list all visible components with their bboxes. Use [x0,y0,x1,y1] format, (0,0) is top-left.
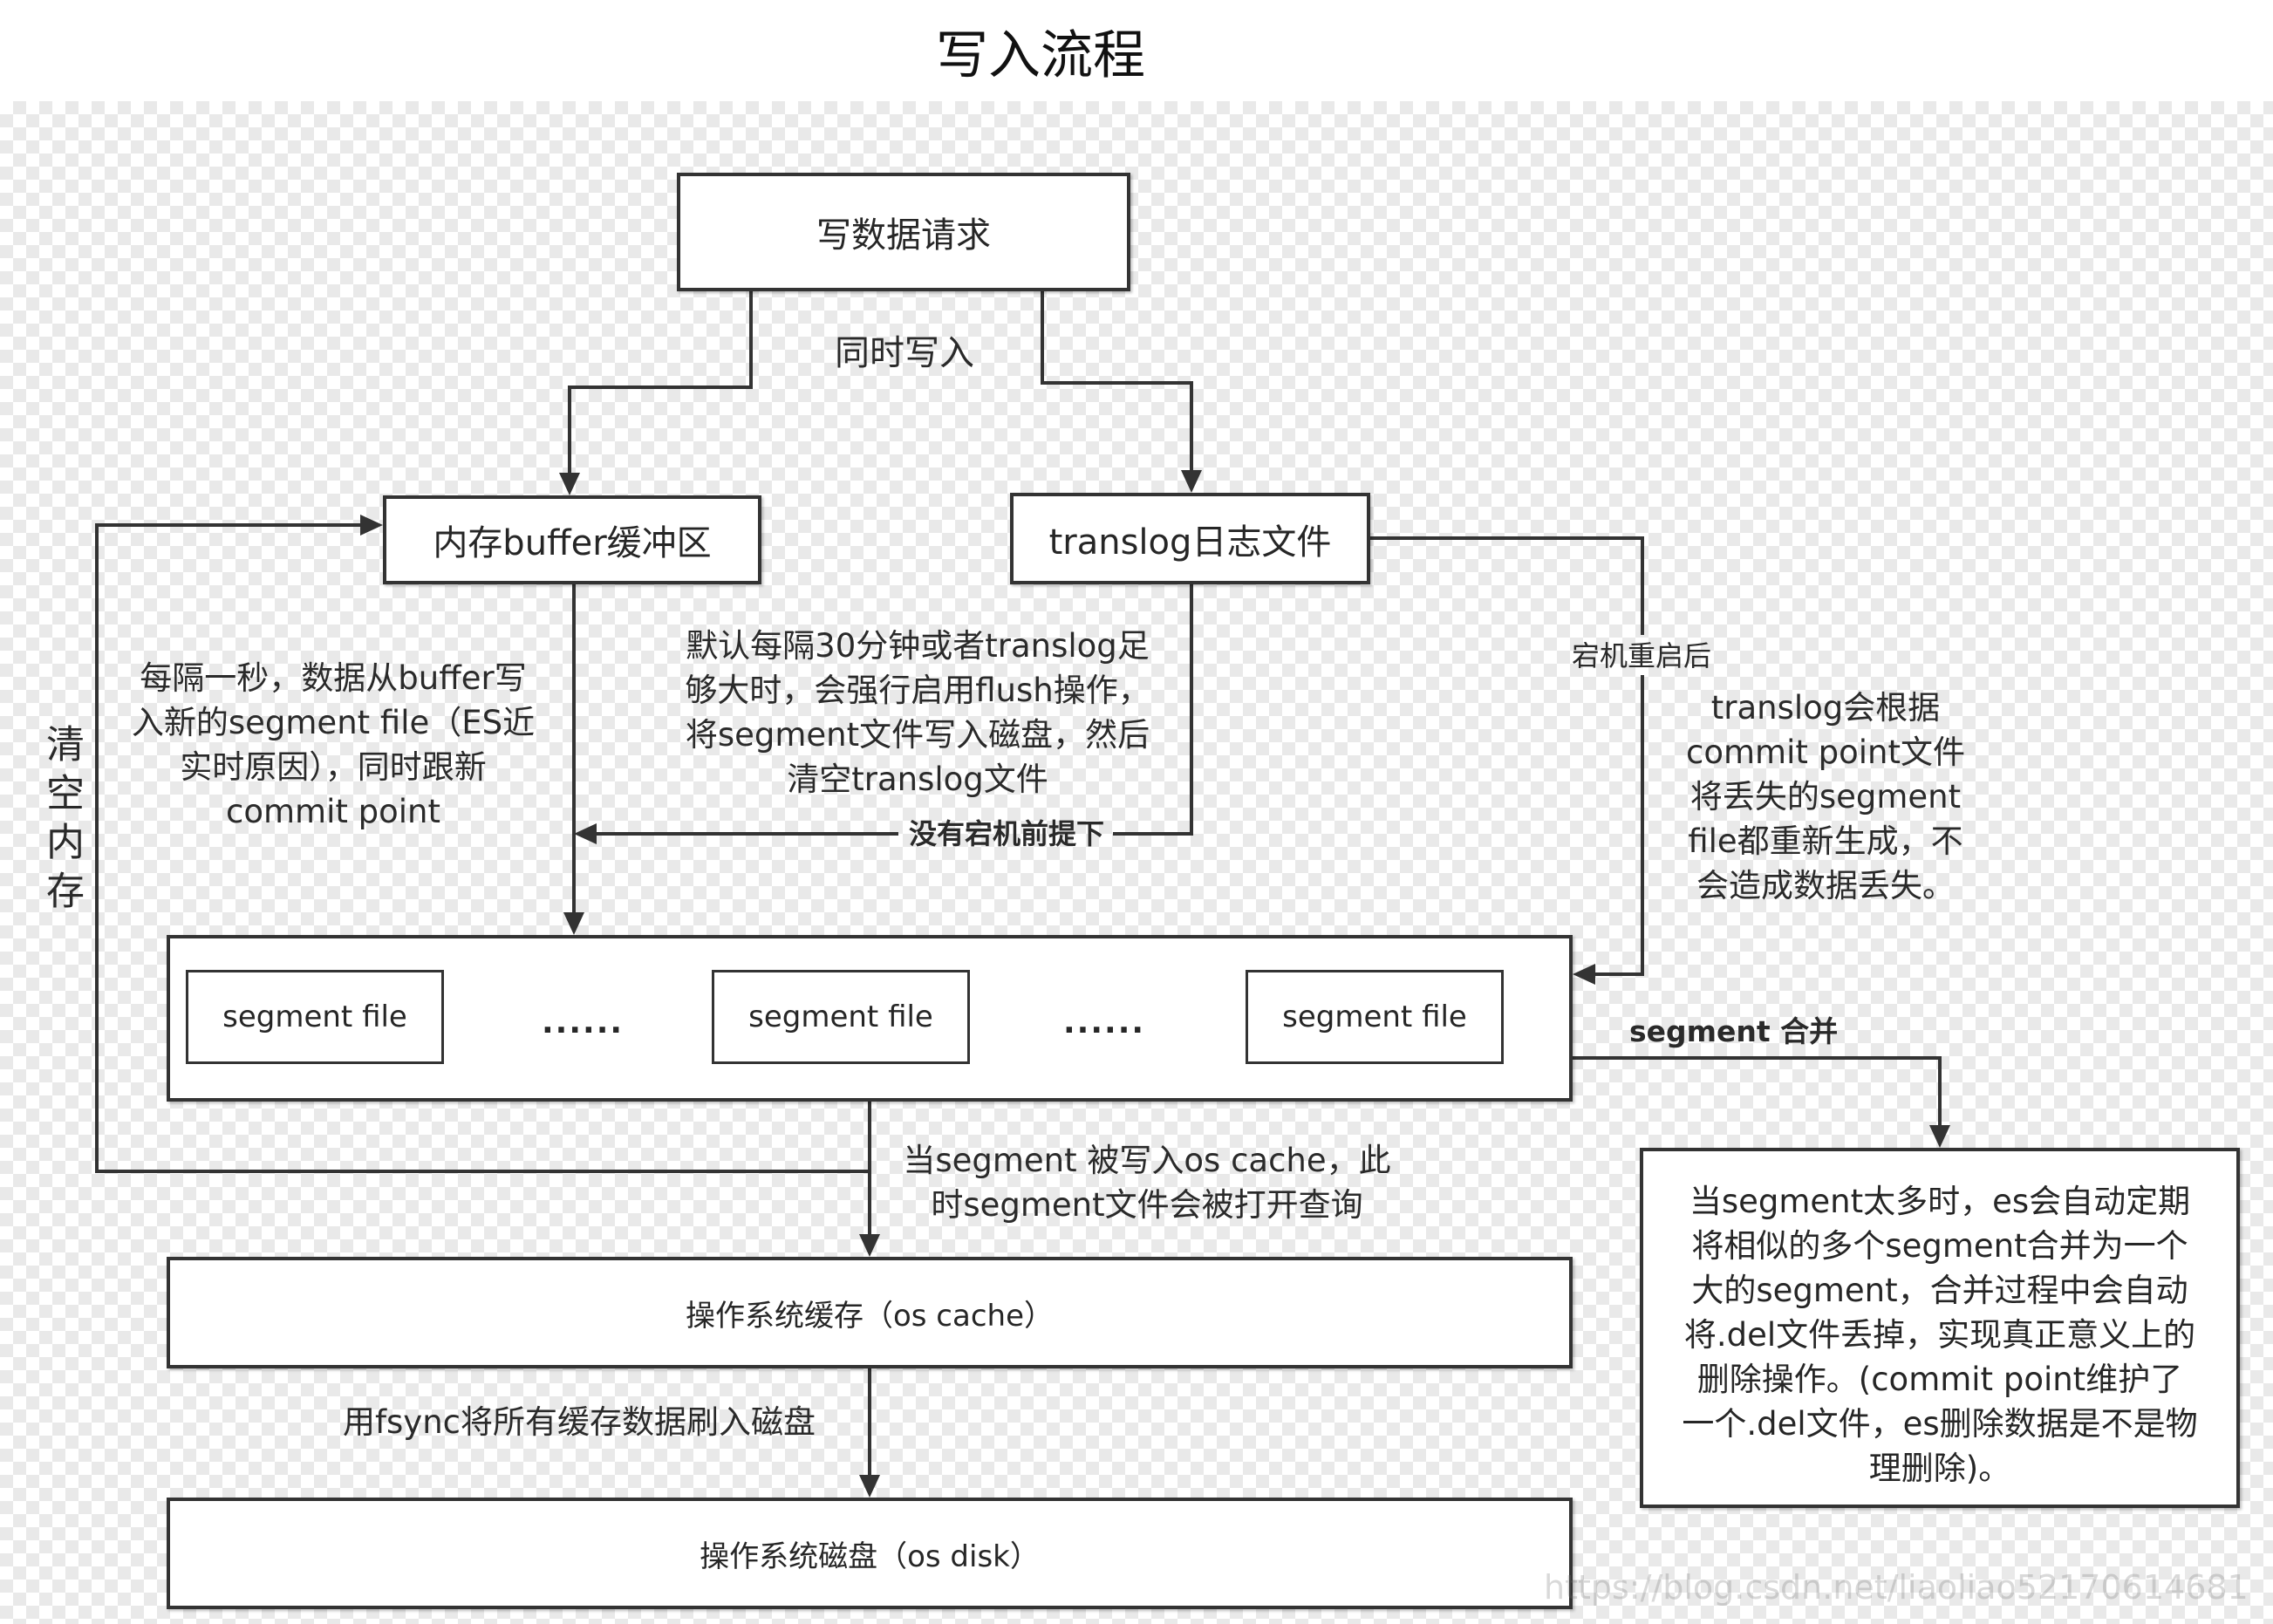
arrowhead-flush-left [574,823,597,844]
recovery-note-line: 将丢失的segment [1689,778,1962,815]
merge-note-line: 将相似的多个segment合并为一个 [1691,1227,2188,1265]
merge-note-line: 将.del文件丢掉，实现真正意义上的 [1683,1316,2196,1354]
flush-note-line: 够大时，会强行启用flush操作， [685,672,1150,709]
arrowhead-into-osdisk [859,1475,880,1498]
clear-memory-loop-line [95,523,870,1173]
recovery-note-line: commit point文件 [1686,734,1965,771]
write-request-box: 写数据请求 [677,173,1130,291]
arrowhead-recovery-into-segment [1573,964,1595,985]
arrowhead-into-merge-note [1929,1125,1950,1148]
segment-ellipsis-2: ...... [1063,1005,1146,1041]
merge-note-line: 一个.del文件，es删除数据是不是物 [1682,1405,2198,1443]
memory-buffer-label: 内存buffer缓冲区 [433,523,712,563]
os-cache-note: 当segment 被写入os cache，此 时segment文件会被打开查询 [881,1138,1413,1227]
os-disk-label: 操作系统磁盘（os disk） [700,1539,1040,1574]
refresh-note-line: 入新的segment file（ES近 [131,704,536,741]
os-cache-label: 操作系统缓存（os cache） [685,1298,1054,1334]
recovery-note-line: translog会根据 [1710,689,1941,727]
fsync-note: 用fsync将所有缓存数据刷入磁盘 [343,1403,816,1441]
refresh-note-line: commit point [226,793,440,830]
merge-note-line: 当segment太多时，es会自动定期 [1689,1183,2191,1220]
translog-recovery-line-lower [1592,675,1644,976]
segment-merge-note-box: 当segment太多时，es会自动定期 将相似的多个segment合并为一个 大… [1640,1148,2240,1508]
os-cache-note-line: 时segment文件会被打开查询 [931,1186,1363,1224]
segment-file-label: segment file [748,1000,933,1034]
arrowhead-into-buffer [559,473,580,495]
arrowhead-buffer-into-segment [563,912,584,935]
merge-note-line: 大的segment，合并过程中会自动 [1691,1272,2188,1309]
translog-label: translog日志文件 [1048,522,1332,563]
recovery-note: translog会根据 commit point文件 将丢失的segment f… [1655,686,1996,908]
translog-box: translog日志文件 [1010,493,1370,584]
simultaneous-write-label: 同时写入 [835,333,974,373]
merge-note-line: 删除操作。(commit point维护了 [1696,1361,2183,1398]
flush-note: 默认每隔30分钟或者translog足 够大时，会强行启用flush操作， 将s… [643,624,1192,802]
segment-file-box-2: segment file [712,970,970,1064]
clear-memory-label: 清空内存 [39,724,84,919]
flush-note-line: 将segment文件写入磁盘，然后 [685,716,1150,754]
flush-note-line: 默认每隔30分钟或者translog足 [686,627,1150,665]
os-cache-note-line: 当segment 被写入os cache，此 [903,1142,1391,1179]
segment-file-label: segment file [1282,1000,1467,1034]
source-watermark: https://blog.csdn.net/liaoliao5217061468… [1544,1568,2249,1607]
refresh-note-line: 实时原因），同时跟新 [180,748,487,786]
flush-condition-label: 没有宕机前提下 [908,817,1104,850]
recovery-note-line: 会造成数据丢失。 [1696,867,1955,904]
translog-recovery-line-upper [1370,536,1644,635]
segment-merge-label: segment 合并 [1629,1014,1839,1048]
write-to-buffer-line [568,291,753,476]
segment-ellipsis-1: ...... [542,1005,625,1041]
os-cache-box: 操作系统缓存（os cache） [167,1257,1573,1368]
refresh-note-line: 每隔一秒，数据从buffer写 [140,659,527,697]
segment-file-box-1: segment file [186,970,444,1064]
diagram-title: 写入流程 [936,25,1145,86]
crash-restart-label: 宕机重启后 [1571,639,1711,672]
segment-file-box-3: segment file [1246,970,1504,1064]
arrowhead-clear-memory-into-buffer [360,515,383,536]
refresh-note: 每隔一秒，数据从buffer写 入新的segment file（ES近 实时原因… [89,656,577,834]
memory-buffer-box: 内存buffer缓冲区 [383,495,761,584]
recovery-note-line: file都重新生成，不 [1688,822,1963,860]
segment-file-label: segment file [222,1000,407,1034]
flush-note-line: 清空translog文件 [787,761,1048,798]
segment-merge-line [1573,1056,1942,1129]
arrowhead-into-translog [1181,470,1202,493]
merge-note-line: 理删除)。 [1868,1450,2011,1487]
arrowhead-into-oscache [859,1234,880,1257]
translog-flush-line-upper [1113,584,1193,836]
write-to-translog-line [1041,291,1193,474]
write-request-label: 写数据请求 [816,215,991,256]
os-disk-box: 操作系统磁盘（os disk） [167,1498,1573,1609]
